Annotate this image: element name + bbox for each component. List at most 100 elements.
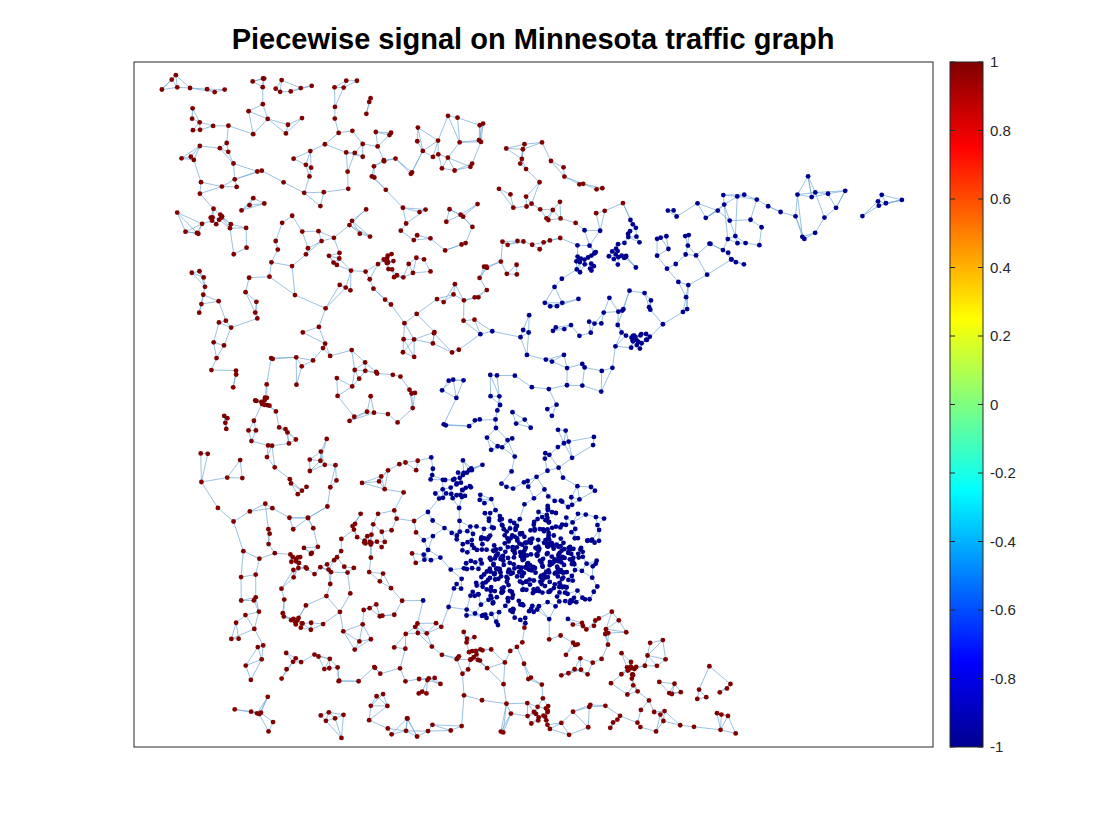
graph-edge — [391, 588, 402, 601]
graph-edge — [234, 511, 250, 521]
graph-edge — [657, 239, 658, 256]
graph-edge — [797, 176, 808, 194]
graph-edge — [330, 350, 352, 356]
graph-edge — [544, 238, 561, 242]
graph-edge — [462, 695, 464, 726]
graph-edge — [759, 227, 761, 245]
graph-edge — [492, 331, 520, 337]
graph-edge — [728, 716, 736, 733]
graph-edge — [694, 727, 721, 730]
graph-edge — [699, 666, 709, 689]
graph-edge — [414, 238, 431, 240]
graph-edge — [200, 194, 214, 209]
graph-edge — [508, 440, 515, 457]
graph-edge — [186, 224, 203, 232]
graph-edge — [623, 203, 633, 224]
graph-edge — [207, 89, 225, 90]
graph-edge — [402, 600, 423, 601]
graph-edge — [250, 508, 273, 511]
graph-edge — [276, 223, 282, 241]
graph-edge — [497, 375, 515, 376]
graph-edge — [796, 216, 805, 239]
graph-edge — [665, 711, 681, 725]
graph-edge — [709, 666, 730, 684]
graph-edge — [403, 208, 406, 224]
graph-edge — [251, 659, 262, 680]
graph-edge — [398, 408, 413, 422]
graph-edge — [412, 151, 423, 173]
graph-edge — [559, 458, 572, 468]
graph-edge — [343, 631, 354, 649]
graph-edge — [254, 404, 262, 421]
graph-edge — [648, 640, 663, 655]
graph-edge — [249, 277, 269, 278]
graph-edge — [836, 191, 845, 208]
graph-edge — [455, 164, 473, 171]
graph-edge — [432, 725, 461, 726]
graph-edge — [227, 460, 240, 477]
graph-edge — [304, 192, 324, 194]
graph-edge — [490, 375, 499, 396]
graph-edge — [559, 202, 561, 219]
graph-edge — [325, 144, 346, 152]
graph-edge — [275, 467, 290, 479]
graph-edge — [385, 489, 404, 492]
graph-edge — [596, 213, 600, 231]
graph-edge — [418, 128, 423, 151]
graph-edge — [370, 264, 378, 279]
graph-edge — [201, 482, 217, 508]
graph-edge — [474, 657, 487, 668]
graph-edge — [243, 551, 259, 559]
graph-edge — [326, 288, 346, 309]
graph-edge — [696, 255, 707, 274]
graph-edge — [499, 189, 513, 208]
graph-edge — [511, 714, 528, 716]
graph-edge — [445, 243, 465, 250]
graph-edge — [194, 160, 201, 182]
graph-edge — [523, 142, 542, 149]
graph-edge — [515, 376, 532, 388]
graph-edge — [496, 428, 508, 440]
graph-edge — [397, 519, 414, 521]
graph-edge — [458, 118, 480, 126]
graph-edge — [192, 273, 205, 287]
graph-edge — [259, 714, 268, 731]
graph-edge — [527, 333, 529, 355]
graph-edge — [656, 715, 660, 732]
graph-edge — [532, 182, 540, 203]
graph-edge — [308, 507, 327, 519]
graph-edge — [462, 674, 464, 696]
graph-edge — [352, 350, 355, 370]
graph-edge — [585, 230, 590, 245]
graph-edge — [582, 386, 601, 392]
graph-edge — [262, 171, 284, 183]
graph-edge — [200, 146, 220, 148]
graph-edge — [459, 334, 481, 350]
graph-edge — [339, 259, 351, 271]
graph-edge — [359, 667, 375, 681]
graph-edge — [428, 499, 439, 512]
graph-edges — [162, 75, 902, 738]
graph-edge — [560, 238, 577, 245]
graph-edge — [362, 483, 385, 489]
graph-edge — [378, 510, 394, 513]
graph-edge — [417, 299, 437, 314]
graph-edge — [292, 266, 295, 295]
graph-edge — [218, 508, 234, 522]
graph-edge — [386, 190, 403, 208]
graph-edge — [663, 640, 666, 659]
graph-edge — [444, 398, 457, 424]
graph-edge — [371, 694, 383, 706]
graph-edge — [318, 231, 333, 238]
graph-edge — [200, 453, 202, 482]
graph-edge — [562, 269, 577, 278]
graph-edge — [723, 194, 744, 195]
graph-edge — [211, 370, 236, 371]
graph-edge — [640, 727, 656, 731]
graph-edge — [334, 238, 340, 253]
graph-edge — [313, 528, 318, 547]
graph-edge — [545, 302, 562, 303]
graph-edge — [449, 588, 454, 607]
graph-edge — [308, 507, 327, 518]
graph-edge — [456, 380, 463, 398]
